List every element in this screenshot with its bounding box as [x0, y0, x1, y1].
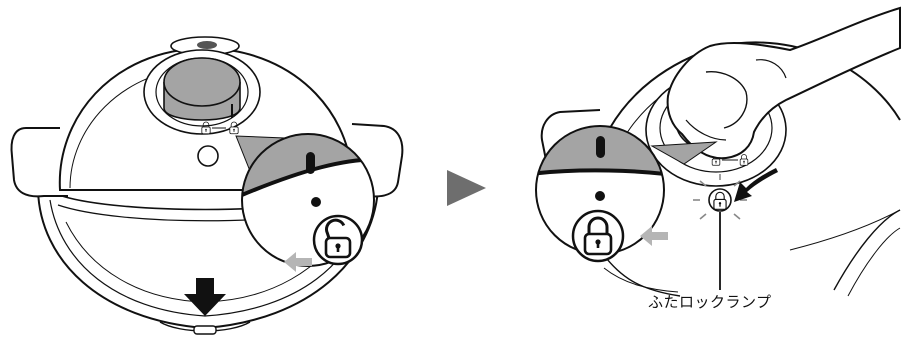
lamp-label: ふたロックランプ — [648, 291, 772, 312]
unlocked-padlock-icon — [314, 216, 362, 264]
cooker-right — [530, 8, 900, 296]
lamp-left — [198, 146, 218, 166]
locked-padlock-icon — [573, 211, 623, 261]
cooker-left — [12, 37, 403, 334]
triangle-right-icon — [447, 170, 486, 206]
